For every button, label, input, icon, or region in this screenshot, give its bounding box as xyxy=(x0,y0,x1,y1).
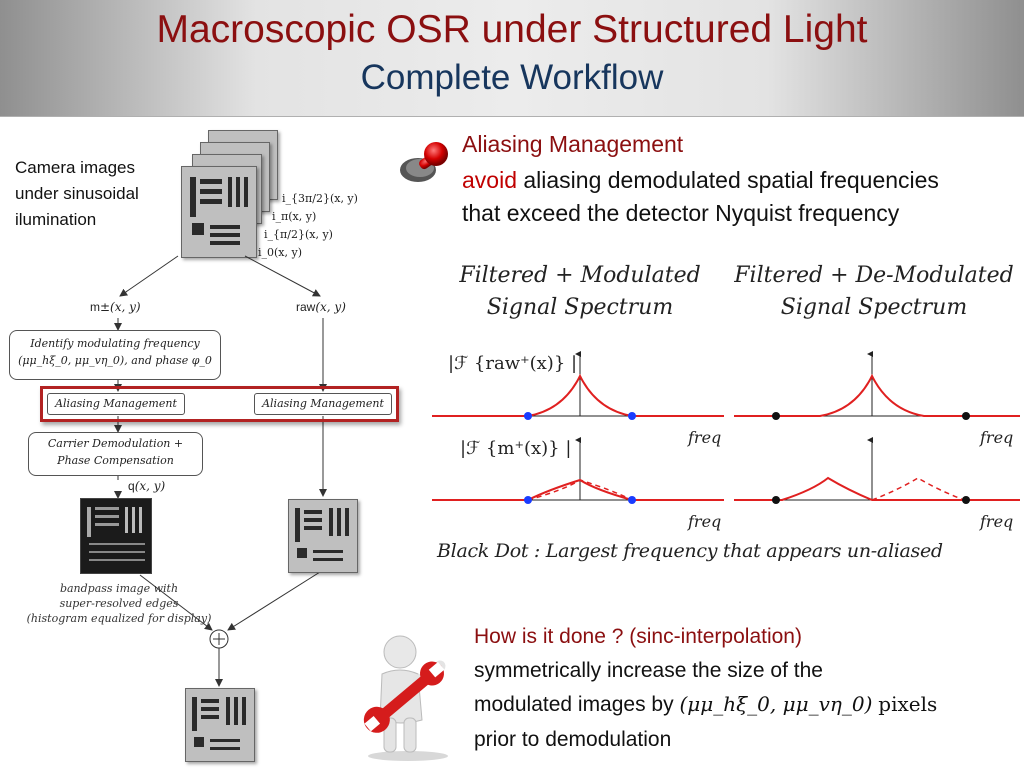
spectrum-curve xyxy=(432,373,724,417)
image-label: i_π(x, y) xyxy=(272,210,317,223)
desc-line1-rest: aliasing demodulated spatial frequencies xyxy=(516,167,939,193)
slide-subtitle: Complete Workflow xyxy=(360,58,664,97)
aliasing-management-left: Aliasing Management xyxy=(47,393,185,415)
image-label: i_{π/2}(x, y) xyxy=(264,228,333,241)
raw-label-args: (x, y) xyxy=(315,300,346,314)
camera-caption: Camera images under sinusoidal iluminati… xyxy=(15,155,139,233)
bandpass-image xyxy=(80,498,152,574)
title-line: Filtered + De-Modulated xyxy=(734,263,1014,288)
raw-label: raw(x, y) xyxy=(296,300,346,314)
camera-caption-line: Camera images xyxy=(15,158,135,177)
camera-caption-line: ilumination xyxy=(15,210,97,229)
aliasing-desc-line2: that exceed the detector Nyquist frequen… xyxy=(462,200,900,226)
title-line: Signal Spectrum xyxy=(486,295,674,320)
avoid-word: avoid xyxy=(462,167,517,193)
q-label-name: q xyxy=(128,479,135,493)
spectrum-curve xyxy=(432,478,724,501)
arrow xyxy=(139,574,213,631)
m-label-args: ±(x, y) xyxy=(100,300,141,314)
spectrum-curve xyxy=(734,476,1020,501)
row1-label: |ℱ {raw⁺(x)} | xyxy=(448,353,578,374)
freq-label: freq xyxy=(980,512,1014,531)
aliasing-desc-line1: avoid aliasing demodulated spatial frequ… xyxy=(462,167,939,194)
arrow xyxy=(244,255,321,297)
aliasing-heading: Aliasing Management xyxy=(462,131,684,157)
identify-line: (μμ_hξ_0, μμ_vη_0), and phase φ_0 xyxy=(18,354,212,367)
image-label: i_0(x, y) xyxy=(258,246,303,259)
nyquist-dot xyxy=(628,412,636,420)
carrier-demodulation-box: Carrier Demodulation + Phase Compensatio… xyxy=(28,432,203,476)
arrow xyxy=(119,255,179,297)
bandpass-caption-line: (histogram equalized for display) xyxy=(26,612,212,625)
how-line2-prefix: modulated images by xyxy=(474,693,674,716)
freq-label: freq xyxy=(688,428,722,447)
nyquist-dot xyxy=(524,412,532,420)
spectrum-plots xyxy=(432,351,1020,504)
unaliased-dot xyxy=(772,496,780,504)
unaliased-dot xyxy=(962,496,970,504)
identify-frequency-box: Identify modulating frequency (μμ_hξ_0, … xyxy=(9,330,221,380)
spectrum-title-demodulated: Filtered + De-Modulated Signal Spectrum xyxy=(730,260,1018,324)
title-line: Signal Spectrum xyxy=(780,295,968,320)
q-label: q(x, y) xyxy=(128,479,165,493)
q-label-args: (x, y) xyxy=(134,479,166,493)
spectrum-title-modulated: Filtered + Modulated Signal Spectrum xyxy=(440,260,720,324)
black-dot-footnote: Black Dot : Largest frequency that appea… xyxy=(437,540,943,562)
spectrum-curve xyxy=(734,373,1020,417)
camera-caption-line: under sinusoidal xyxy=(15,184,139,203)
arrow xyxy=(227,571,321,631)
how-line3: prior to demodulation xyxy=(474,728,672,751)
freq-label: freq xyxy=(688,512,722,531)
bandpass-caption-line: bandpass image with xyxy=(59,582,179,595)
how-line2-suffix: pixels xyxy=(878,692,938,716)
camera-image-card xyxy=(181,166,257,258)
aliasing-management-right: Aliasing Management xyxy=(254,393,392,415)
title-banner: Macroscopic OSR under Structured Light C… xyxy=(0,0,1024,117)
nyquist-dot xyxy=(628,496,636,504)
carrier-line: Phase Compensation xyxy=(57,454,174,467)
freq-label: freq xyxy=(980,428,1014,447)
nyquist-dot xyxy=(524,496,532,504)
wrench-man-icon xyxy=(363,635,448,761)
aliasing-highlight-frame xyxy=(40,386,399,422)
identify-line: Identify modulating frequency xyxy=(30,337,200,350)
m-label: m±(x, y) xyxy=(90,300,141,314)
spectrum-curve-dashed xyxy=(527,479,633,501)
raw-label-name: raw xyxy=(296,300,316,314)
pushpin-icon xyxy=(400,142,448,182)
how-line1: symmetrically increase the size of the xyxy=(474,659,823,682)
how-question: How is it done ? (sinc-interpolation) xyxy=(474,625,802,648)
title-line: Filtered + Modulated xyxy=(459,263,701,288)
bandpass-caption-line: super-resolved edges xyxy=(59,597,179,610)
image-label: i_{3π/2}(x, y) xyxy=(282,192,358,205)
raw-image xyxy=(288,499,358,573)
slide-title: Macroscopic OSR under Structured Light xyxy=(156,8,868,51)
workflow-connectors xyxy=(114,255,327,687)
how-line2-math: (μμ_hξ_0, μμ_vη_0) xyxy=(679,692,873,716)
carrier-line: Carrier Demodulation + xyxy=(47,437,184,450)
m-label-name: m xyxy=(90,300,100,314)
how-line2: modulated images by (μμ_hξ_0, μμ_vη_0) p… xyxy=(474,692,937,717)
output-image xyxy=(185,688,255,762)
unaliased-dot xyxy=(772,412,780,420)
unaliased-dot xyxy=(962,412,970,420)
spectrum-curve-dashed xyxy=(871,477,965,501)
bandpass-caption: bandpass image with super-resolved edges… xyxy=(14,581,224,626)
row2-label: |ℱ {m⁺(x)} | xyxy=(460,438,572,459)
